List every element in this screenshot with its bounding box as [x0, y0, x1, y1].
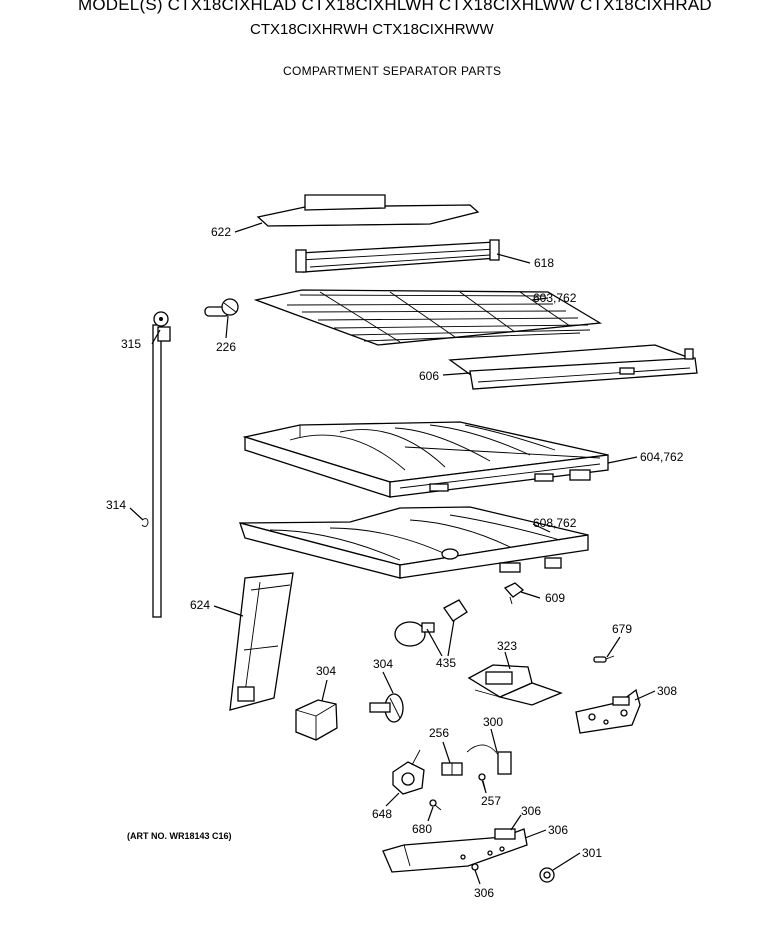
callout-604: 604,762 — [640, 450, 684, 464]
part-648-motor — [392, 749, 425, 795]
callout-314: 314 — [106, 498, 126, 512]
leader-lines — [129, 222, 656, 885]
callout-301: 301 — [582, 846, 602, 860]
callout-257: 257 — [481, 794, 501, 808]
part-679-screw — [593, 655, 615, 663]
callout-306-right: 306 — [548, 823, 568, 837]
callout-603: 603,762 — [533, 291, 577, 305]
callout-306-bottom: 306 — [474, 886, 494, 900]
callout-300: 300 — [483, 715, 503, 729]
part-304-knob — [369, 693, 404, 723]
part-435-bulb — [394, 599, 468, 647]
part-622-cover — [256, 194, 480, 227]
part-308-bracket — [575, 688, 641, 734]
callout-304-left: 304 — [316, 664, 336, 678]
callout-624: 624 — [190, 598, 210, 612]
callout-648: 648 — [372, 807, 392, 821]
callout-618: 618 — [534, 256, 554, 270]
callout-304-right: 304 — [373, 657, 393, 671]
callout-606: 606 — [419, 369, 439, 383]
models-line-1: MODEL(S) CTX18CIXHLAD CTX18CIXHLWH CTX18… — [78, 0, 712, 14]
callout-306-top: 306 — [521, 804, 541, 818]
callout-609: 609 — [545, 591, 565, 605]
part-306-bracket — [382, 828, 528, 873]
part-603-wire-shelf — [253, 289, 603, 346]
callout-226: 226 — [216, 340, 236, 354]
part-256-switch — [441, 762, 463, 776]
part-609-clip — [503, 582, 525, 605]
callout-315: 315 — [121, 337, 141, 351]
callout-labels: 622 618 603,762 315 226 606 604,762 314 … — [106, 225, 684, 900]
callout-622: 622 — [211, 225, 231, 239]
part-300-thermostat — [466, 744, 512, 775]
part-608-tray — [239, 506, 589, 579]
part-304-housing — [295, 699, 338, 741]
part-226-knob — [204, 298, 239, 317]
part-301-nut — [539, 867, 555, 883]
part-606-trim — [448, 344, 698, 390]
callout-308: 308 — [657, 684, 677, 698]
callout-680: 680 — [412, 822, 432, 836]
part-323-control — [467, 664, 563, 706]
part-315-314-rod — [141, 311, 171, 618]
models-line-2: CTX18CIXHRWH CTX18CIXHRWW — [250, 21, 494, 38]
art-number: (ART NO. WR18143 C16) — [127, 831, 232, 841]
part-618-rail — [295, 239, 500, 273]
section-title: COMPARTMENT SEPARATOR PARTS — [283, 64, 502, 78]
callout-323: 323 — [497, 639, 517, 653]
callout-435: 435 — [436, 656, 456, 670]
callout-256: 256 — [429, 726, 449, 740]
callout-608: 608,762 — [533, 516, 577, 530]
part-680-screw — [429, 799, 442, 811]
part-604-tray — [242, 421, 609, 498]
callout-679: 679 — [612, 622, 632, 636]
part-624-duct — [229, 572, 294, 711]
